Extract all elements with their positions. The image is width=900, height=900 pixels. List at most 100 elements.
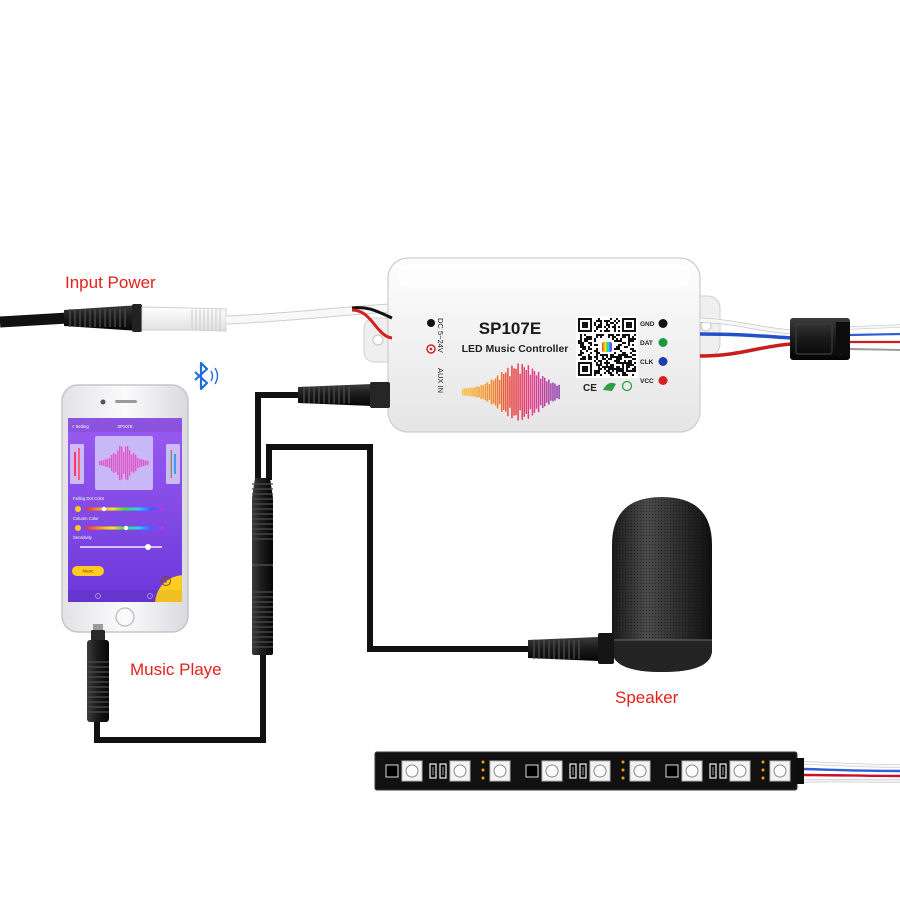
phone-plug-tip bbox=[93, 624, 103, 632]
waveform-bar bbox=[476, 386, 478, 398]
speaker-grille bbox=[612, 497, 712, 640]
effect-thumb-right-bar bbox=[170, 450, 172, 478]
led-chip-lens bbox=[633, 764, 647, 778]
strip-lead-blue bbox=[803, 767, 900, 773]
waveform-bar bbox=[505, 372, 507, 412]
led-chip-lens bbox=[685, 764, 699, 778]
waveform-bar bbox=[548, 379, 550, 405]
app-logo-icon bbox=[602, 342, 612, 352]
waveform-bar bbox=[466, 388, 468, 396]
waveform-bar bbox=[464, 388, 466, 396]
controller-housing bbox=[387, 257, 701, 433]
preview-wave-bar bbox=[99, 460, 101, 466]
led-cut-marker bbox=[761, 776, 765, 780]
pin-dot-dat bbox=[658, 338, 668, 347]
falling-dot-color-knob bbox=[101, 506, 107, 512]
waveform-bar bbox=[490, 379, 493, 405]
wire-blue bbox=[699, 332, 793, 340]
column-color-swatch bbox=[75, 525, 81, 531]
strip-lead-white bbox=[803, 761, 900, 768]
jst-connector bbox=[790, 318, 850, 360]
led-strip-solder-end bbox=[795, 758, 804, 784]
waveform-bar bbox=[480, 384, 482, 400]
waveform-bar bbox=[529, 374, 532, 410]
falling-dot-color-slider bbox=[86, 507, 164, 511]
strip-lead-red bbox=[803, 773, 900, 778]
music-mode-button-label: Music bbox=[83, 569, 94, 574]
led-solder-pad bbox=[385, 764, 399, 778]
aux-plug-phone bbox=[87, 624, 109, 722]
phone-plug-ribs bbox=[87, 661, 109, 713]
preview-wave-bar bbox=[109, 458, 111, 468]
effect-thumb-left bbox=[70, 444, 84, 484]
waveform-bar bbox=[503, 373, 505, 411]
waveform-bar bbox=[523, 367, 525, 417]
signal-arc-outer bbox=[214, 367, 219, 385]
led-strip bbox=[374, 751, 900, 791]
app-nav-bar bbox=[68, 590, 182, 602]
rohs-icon bbox=[603, 382, 616, 391]
waveform-bar bbox=[552, 382, 554, 402]
led-solder-pad bbox=[525, 764, 539, 778]
speaker-plug-ribs bbox=[533, 639, 580, 659]
waveform-bar bbox=[500, 372, 503, 412]
aux-splitter bbox=[252, 478, 273, 655]
led-solder-pad bbox=[665, 764, 679, 778]
aux-plug-controller bbox=[298, 382, 390, 408]
waveform-bar bbox=[462, 388, 464, 396]
preview-wave-bar bbox=[141, 459, 143, 467]
jst-connector-latch bbox=[795, 323, 833, 355]
aux-plug-collar bbox=[370, 382, 390, 408]
waveform-bar bbox=[554, 383, 556, 401]
phone-plug-collar bbox=[91, 630, 105, 642]
lead-white bbox=[849, 325, 900, 329]
preview-wave-bar bbox=[103, 460, 105, 466]
waveform-bar bbox=[478, 386, 480, 398]
waveform-bar bbox=[472, 387, 474, 397]
app-ui: < Setting SP107E Falling Dot Color Colum… bbox=[68, 418, 182, 602]
speaker-base bbox=[612, 640, 712, 672]
output-wires bbox=[699, 317, 900, 360]
speaker-plug-body bbox=[528, 637, 598, 661]
preview-wave-bar bbox=[133, 453, 135, 473]
effect-thumb-right bbox=[166, 444, 180, 484]
wire-white bbox=[699, 318, 793, 334]
led-cut-marker bbox=[481, 760, 485, 764]
power-cable bbox=[0, 303, 391, 332]
waveform-bar bbox=[556, 385, 558, 399]
waveform-logo bbox=[462, 363, 560, 421]
speaker bbox=[612, 497, 712, 672]
waveform-bar bbox=[484, 383, 487, 401]
preview-wave-bar bbox=[143, 460, 145, 466]
waveform-bar bbox=[558, 384, 560, 400]
pin-dot-clk bbox=[658, 357, 668, 366]
dc-power-icon bbox=[427, 319, 435, 327]
preview-wave-bar bbox=[125, 446, 127, 480]
waveform-bar bbox=[492, 380, 495, 404]
music-mode-button bbox=[72, 566, 104, 576]
preview-wave-bar bbox=[117, 450, 119, 476]
app-title: SP107E bbox=[117, 424, 133, 429]
qr-code-icon bbox=[576, 316, 638, 378]
phone-camera bbox=[100, 399, 106, 405]
waveform-bar bbox=[527, 365, 530, 419]
app-header bbox=[68, 418, 182, 432]
waveform-bar bbox=[531, 368, 534, 416]
waveform-bar bbox=[507, 367, 509, 417]
dc-jack-ribs bbox=[191, 309, 221, 330]
preview-wave-bar bbox=[147, 460, 149, 466]
waveform-bar bbox=[515, 368, 517, 416]
phone-plug-body bbox=[87, 640, 109, 722]
waveform-bar bbox=[539, 378, 542, 406]
preview-wave-bar bbox=[123, 452, 125, 474]
sensitivity-knob bbox=[145, 544, 151, 550]
aux-plug-speaker bbox=[528, 633, 614, 664]
waveform-bar bbox=[482, 385, 484, 399]
waveform-bar bbox=[525, 370, 528, 414]
power-plug-body bbox=[64, 305, 140, 331]
preview-wave-bar bbox=[127, 445, 129, 481]
mic-icon bbox=[161, 576, 171, 586]
lead-blue bbox=[849, 332, 900, 337]
speaker-plug-plate bbox=[598, 633, 614, 664]
